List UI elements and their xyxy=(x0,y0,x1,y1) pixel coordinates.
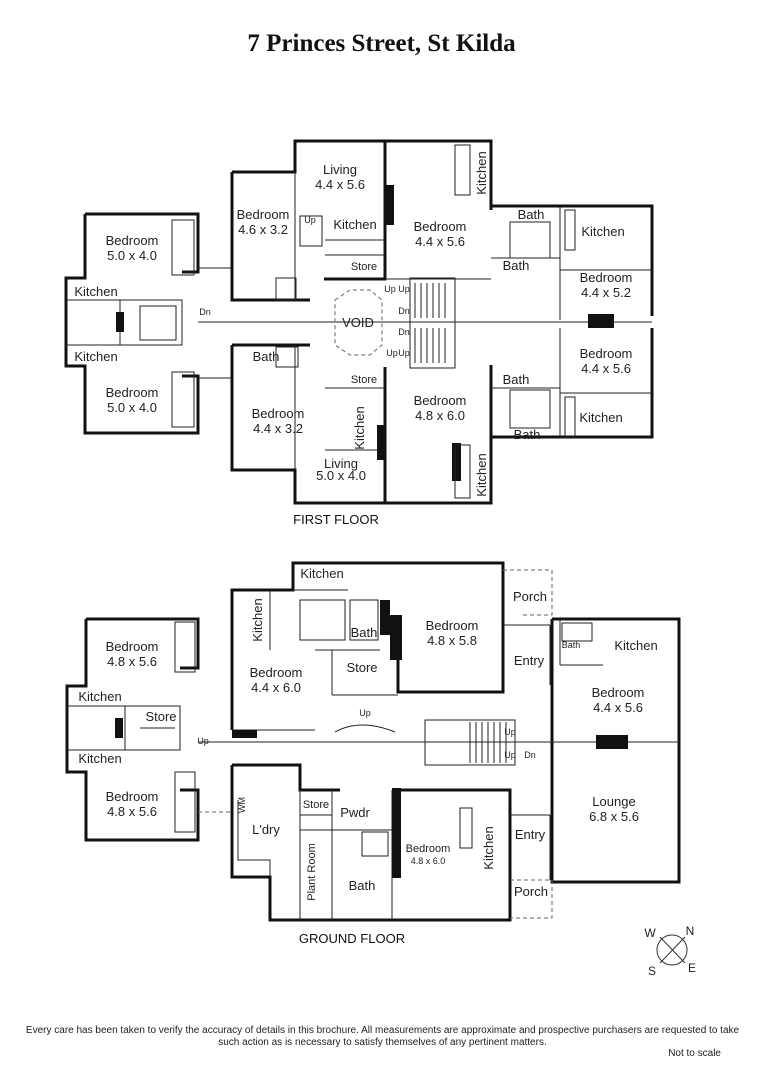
svg-text:Kitchen: Kitchen xyxy=(614,638,657,653)
svg-text:Store: Store xyxy=(346,660,377,675)
svg-text:Up: Up xyxy=(384,284,396,294)
svg-text:Dn: Dn xyxy=(524,750,536,760)
svg-text:Store: Store xyxy=(303,799,329,811)
svg-text:WM: WM xyxy=(237,797,247,813)
svg-text:Kitchen: Kitchen xyxy=(481,826,496,869)
first-floor-stairs xyxy=(139,215,456,369)
svg-text:Bath: Bath xyxy=(503,258,530,273)
disclaimer-text: Every care has been taken to verify the … xyxy=(25,1025,740,1048)
svg-text:N: N xyxy=(686,924,695,938)
svg-text:Bath: Bath xyxy=(562,640,581,650)
svg-text:VOID: VOID xyxy=(342,315,374,330)
scale-note: Not to scale xyxy=(668,1048,721,1059)
first-floor-walls xyxy=(64,139,654,505)
first-floor-label: FIRST FLOOR xyxy=(293,512,379,527)
svg-text:Bath: Bath xyxy=(514,427,541,442)
plan-title: 7 Princes Street, St Kilda xyxy=(247,30,516,57)
svg-text:Dn: Dn xyxy=(199,307,211,317)
svg-text:Bath: Bath xyxy=(253,349,280,364)
svg-text:Bath: Bath xyxy=(351,625,378,640)
svg-text:Bath: Bath xyxy=(503,372,530,387)
svg-text:S: S xyxy=(648,964,656,978)
first-floor-stair-labels: Up Up Dn Up Dn Dn Up Up xyxy=(199,215,410,358)
svg-text:Porch: Porch xyxy=(514,884,548,899)
svg-text:Kitchen: Kitchen xyxy=(250,598,265,641)
svg-text:Kitchen: Kitchen xyxy=(474,151,489,194)
svg-text:E: E xyxy=(688,961,696,975)
svg-text:Kitchen: Kitchen xyxy=(300,566,343,581)
svg-text:Kitchen: Kitchen xyxy=(352,406,367,449)
svg-text:Entry: Entry xyxy=(514,653,545,668)
svg-text:Up: Up xyxy=(304,215,316,225)
svg-text:Entry: Entry xyxy=(515,827,546,842)
svg-text:Up: Up xyxy=(359,708,371,718)
ground-floor-stairs xyxy=(140,719,516,766)
svg-text:Kitchen: Kitchen xyxy=(579,410,622,425)
svg-text:Up: Up xyxy=(398,348,410,358)
svg-text:Kitchen: Kitchen xyxy=(581,224,624,239)
svg-text:Plant Room: Plant Room xyxy=(306,843,318,900)
svg-text:Up: Up xyxy=(386,348,398,358)
ground-floor-label: GROUND FLOOR xyxy=(299,931,405,946)
svg-text:W: W xyxy=(644,926,656,940)
svg-text:Pwdr: Pwdr xyxy=(340,805,370,820)
svg-text:Up: Up xyxy=(197,736,209,746)
svg-text:Store: Store xyxy=(351,261,377,273)
svg-text:Kitchen: Kitchen xyxy=(78,689,121,704)
svg-text:Kitchen: Kitchen xyxy=(474,453,489,496)
ground-floor-stair-labels: Up Up Up Up Dn xyxy=(197,708,536,760)
svg-text:Dn: Dn xyxy=(398,327,410,337)
svg-text:Dn: Dn xyxy=(398,306,410,316)
svg-text:Up: Up xyxy=(398,284,410,294)
svg-text:Up: Up xyxy=(504,750,516,760)
svg-text:Kitchen: Kitchen xyxy=(78,751,121,766)
svg-text:Kitchen: Kitchen xyxy=(333,217,376,232)
compass-icon: N S E W xyxy=(644,924,696,978)
svg-text:Porch: Porch xyxy=(513,589,547,604)
svg-text:Store: Store xyxy=(351,374,377,386)
ground-floor-walls xyxy=(65,561,681,922)
svg-text:Bath: Bath xyxy=(518,207,545,222)
svg-text:Kitchen: Kitchen xyxy=(74,349,117,364)
svg-text:Bath: Bath xyxy=(349,878,376,893)
svg-text:Up: Up xyxy=(504,727,516,737)
svg-text:Kitchen: Kitchen xyxy=(74,284,117,299)
svg-text:Store: Store xyxy=(145,709,176,724)
svg-text:L'dry: L'dry xyxy=(252,822,280,837)
